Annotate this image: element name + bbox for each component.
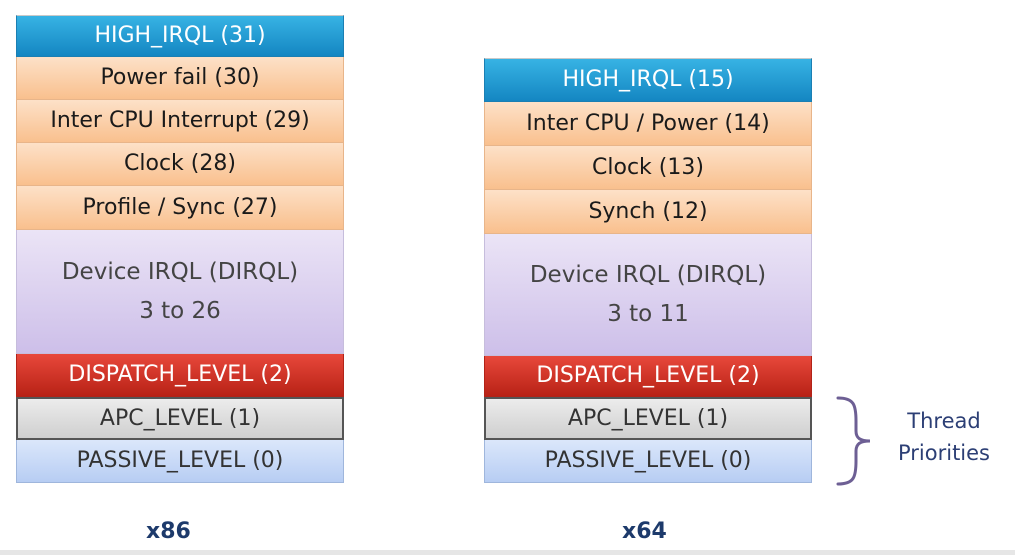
x86-passive-level-layer: PASSIVE_LEVEL (0) (16, 440, 344, 483)
x64-synch-layer: Synch (12) (484, 190, 812, 234)
x64-apc-level-layer: APC_LEVEL (1) (484, 397, 812, 440)
x86-apc-level-layer: APC_LEVEL (1) (16, 397, 344, 440)
bottom-divider (0, 550, 1015, 555)
x86-dispatch-level-layer: DISPATCH_LEVEL (2) (16, 354, 344, 397)
x64-device-irql-range: 3 to 11 (607, 300, 689, 327)
x86-irql-stack: HIGH_IRQL (31) Power fail (30) Inter CPU… (16, 15, 344, 483)
x86-device-irql-label: Device IRQL (DIRQL) (61, 258, 299, 285)
x64-inter-cpu-power-layer: Inter CPU / Power (14) (484, 102, 812, 146)
x86-caption: x86 (146, 519, 191, 544)
thread-priorities-label: Thread Priorities (884, 406, 1004, 469)
thread-priorities-line2: Priorities (897, 440, 990, 465)
x64-irql-stack: HIGH_IRQL (15) Inter CPU / Power (14) Cl… (484, 58, 812, 483)
x86-inter-cpu-layer: Inter CPU Interrupt (29) (16, 100, 344, 143)
x64-passive-level-layer: PASSIVE_LEVEL (0) (484, 440, 812, 483)
thread-priorities-line1: Thread (907, 409, 981, 433)
x64-high-irql-layer: HIGH_IRQL (15) (484, 58, 812, 102)
curly-brace-icon (836, 396, 871, 486)
x64-clock-layer: Clock (13) (484, 146, 812, 190)
x86-device-irql-layer: Device IRQL (DIRQL) 3 to 26 (16, 230, 344, 354)
x86-clock-layer: Clock (28) (16, 143, 344, 186)
x64-caption: x64 (622, 519, 667, 544)
x64-device-irql-label: Device IRQL (DIRQL) (529, 261, 767, 288)
x86-profile-sync-layer: Profile / Sync (27) (16, 186, 344, 230)
x64-device-irql-layer: Device IRQL (DIRQL) 3 to 11 (484, 234, 812, 356)
x86-power-fail-layer: Power fail (30) (16, 57, 344, 100)
x86-high-irql-layer: HIGH_IRQL (31) (16, 15, 344, 57)
x86-device-irql-range: 3 to 26 (139, 297, 221, 324)
x64-dispatch-level-layer: DISPATCH_LEVEL (2) (484, 356, 812, 397)
